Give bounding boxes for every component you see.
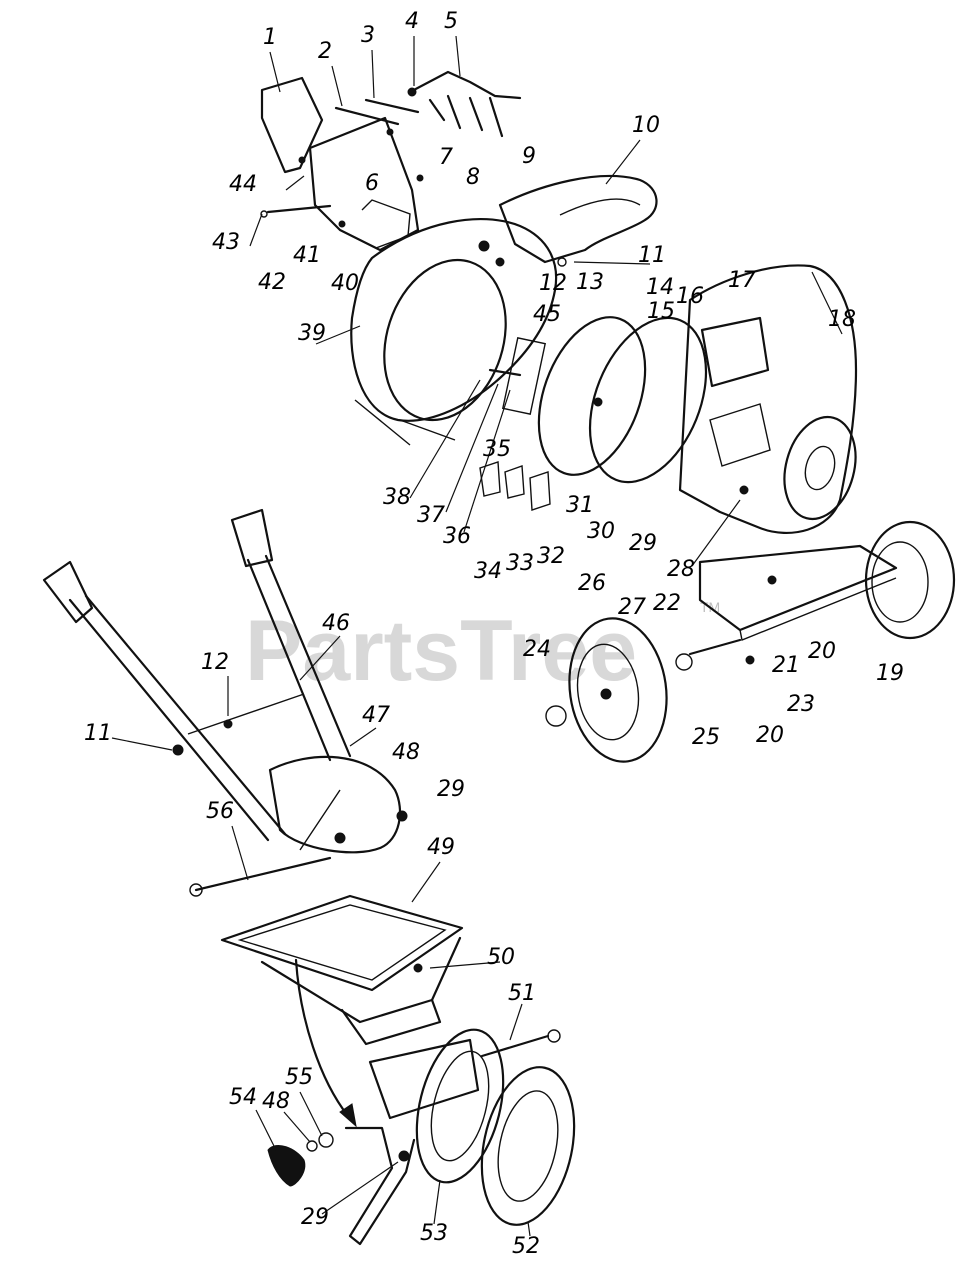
watermark: PartsTree [245, 603, 637, 699]
callout-c42: 42 [258, 270, 286, 295]
callout-c52: 52 [512, 1234, 540, 1259]
callout-c31: 31 [566, 493, 594, 518]
wheel-left [545, 617, 693, 763]
discharge-chute [478, 174, 658, 267]
callout-c21: 21 [772, 653, 800, 678]
callout-c53: 53 [420, 1221, 448, 1246]
callout-c4: 4 [405, 9, 419, 34]
top-bracket-group [260, 70, 522, 252]
callout-c18: 18 [828, 307, 856, 332]
callout-c19: 19 [876, 661, 904, 686]
callout-c48a: 48 [392, 740, 420, 765]
callout-c17: 17 [728, 268, 756, 293]
callout-c37: 37 [417, 503, 445, 528]
callout-c41: 41 [293, 243, 321, 268]
callout-c5: 5 [444, 9, 458, 34]
callout-c45: 45 [533, 302, 561, 327]
handle [42, 508, 352, 842]
base-plate [688, 544, 898, 665]
wheel-right [864, 520, 956, 640]
callout-c9: 9 [522, 144, 536, 169]
callout-c27: 27 [618, 595, 646, 620]
callout-c34: 34 [474, 559, 502, 584]
callout-c49: 49 [427, 835, 455, 860]
shield [189, 755, 408, 897]
callout-c39: 39 [298, 321, 326, 346]
callout-c6: 6 [365, 171, 379, 196]
callout-c11a: 11 [638, 243, 666, 268]
callout-c16: 16 [676, 284, 704, 309]
callout-c11b: 11 [84, 721, 112, 746]
callout-c40: 40 [331, 271, 359, 296]
callout-c12b: 12 [201, 650, 229, 675]
callout-c26: 26 [578, 571, 606, 596]
callout-c14: 14 [646, 275, 674, 300]
callout-c55: 55 [285, 1065, 313, 1090]
callout-c38: 38 [383, 485, 411, 510]
callout-c2: 2 [318, 39, 332, 64]
callout-c29a: 29 [629, 531, 657, 556]
callout-c48b: 48 [262, 1089, 290, 1114]
leader-lines [111, 35, 843, 1237]
callout-c23: 23 [787, 692, 815, 717]
callout-c50: 50 [487, 945, 515, 970]
callout-c12a: 12 [539, 271, 567, 296]
callout-c8: 8 [466, 165, 480, 190]
callout-c56: 56 [206, 799, 234, 824]
callout-c13: 13 [576, 270, 604, 295]
chipper-frame [306, 1028, 576, 1246]
callout-c1: 1 [263, 25, 277, 50]
arrow-head [339, 1103, 357, 1128]
assembly-arrow [294, 958, 350, 1118]
callout-c22: 22 [653, 591, 681, 616]
callout-c32: 32 [537, 544, 565, 569]
blower-housing [350, 217, 558, 446]
callout-c35: 35 [483, 437, 511, 462]
callout-c28: 28 [667, 557, 695, 582]
callout-c3: 3 [361, 23, 375, 48]
callout-c36: 36 [443, 524, 471, 549]
callout-c7: 7 [439, 145, 453, 170]
callout-c29b: 29 [437, 777, 465, 802]
impeller-plates [479, 316, 708, 511]
callout-c47: 47 [362, 703, 390, 728]
callout-c20a: 20 [808, 639, 836, 664]
callout-c25: 25 [692, 725, 720, 750]
callout-c44: 44 [229, 172, 257, 197]
callout-c33: 33 [506, 551, 534, 576]
callout-c20b: 20 [756, 723, 784, 748]
callout-c51: 51 [508, 981, 536, 1006]
callout-c10: 10 [632, 113, 660, 138]
callout-c15: 15 [647, 299, 675, 324]
callout-c24: 24 [523, 637, 551, 662]
callout-c30: 30 [587, 519, 615, 544]
callout-c46: 46 [322, 611, 350, 636]
engine [678, 264, 858, 535]
callout-c29c: 29 [301, 1205, 329, 1230]
callout-c54: 54 [229, 1085, 257, 1110]
handle-knob[interactable] [267, 1145, 306, 1187]
callout-c43: 43 [212, 230, 240, 255]
hopper [220, 894, 464, 1046]
